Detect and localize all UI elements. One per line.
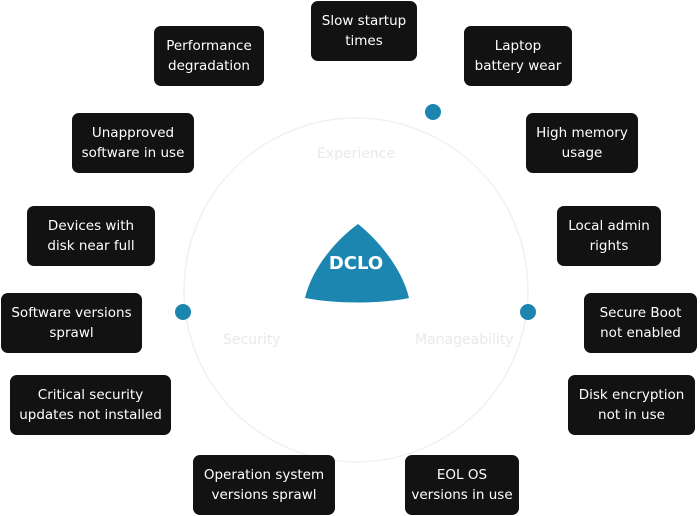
item-high-memory: High memory usage <box>526 113 638 173</box>
area-manageability-label: Manageability <box>415 332 514 348</box>
item-disk-near-full: Devices with disk near full <box>27 206 155 266</box>
item-disk-encryption: Disk encryption not in use <box>568 375 695 435</box>
item-eol-os: EOL OS versions in use <box>405 455 519 515</box>
experience-dot <box>425 104 441 120</box>
center-label: DCLO <box>328 253 384 274</box>
item-local-admin: Local admin rights <box>557 206 661 266</box>
item-slow-startup: Slow startup times <box>311 1 417 61</box>
item-secure-boot: Secure Boot not enabled <box>584 293 697 353</box>
item-performance-degradation: Performance degradation <box>154 26 264 86</box>
manageability-dot <box>520 304 536 320</box>
security-dot <box>175 304 191 320</box>
ring-circle <box>183 117 529 463</box>
area-security-label: Security <box>223 332 281 348</box>
item-software-versions: Software versions sprawl <box>1 293 142 353</box>
area-experience-label: Experience <box>317 146 396 162</box>
item-laptop-battery: Laptop battery wear <box>464 26 572 86</box>
dclo-core-shape <box>305 224 409 303</box>
item-unapproved-software: Unapproved software in use <box>72 113 194 173</box>
item-critical-updates: Critical security updates not installed <box>10 375 171 435</box>
item-os-versions: Operation system versions sprawl <box>193 455 335 515</box>
